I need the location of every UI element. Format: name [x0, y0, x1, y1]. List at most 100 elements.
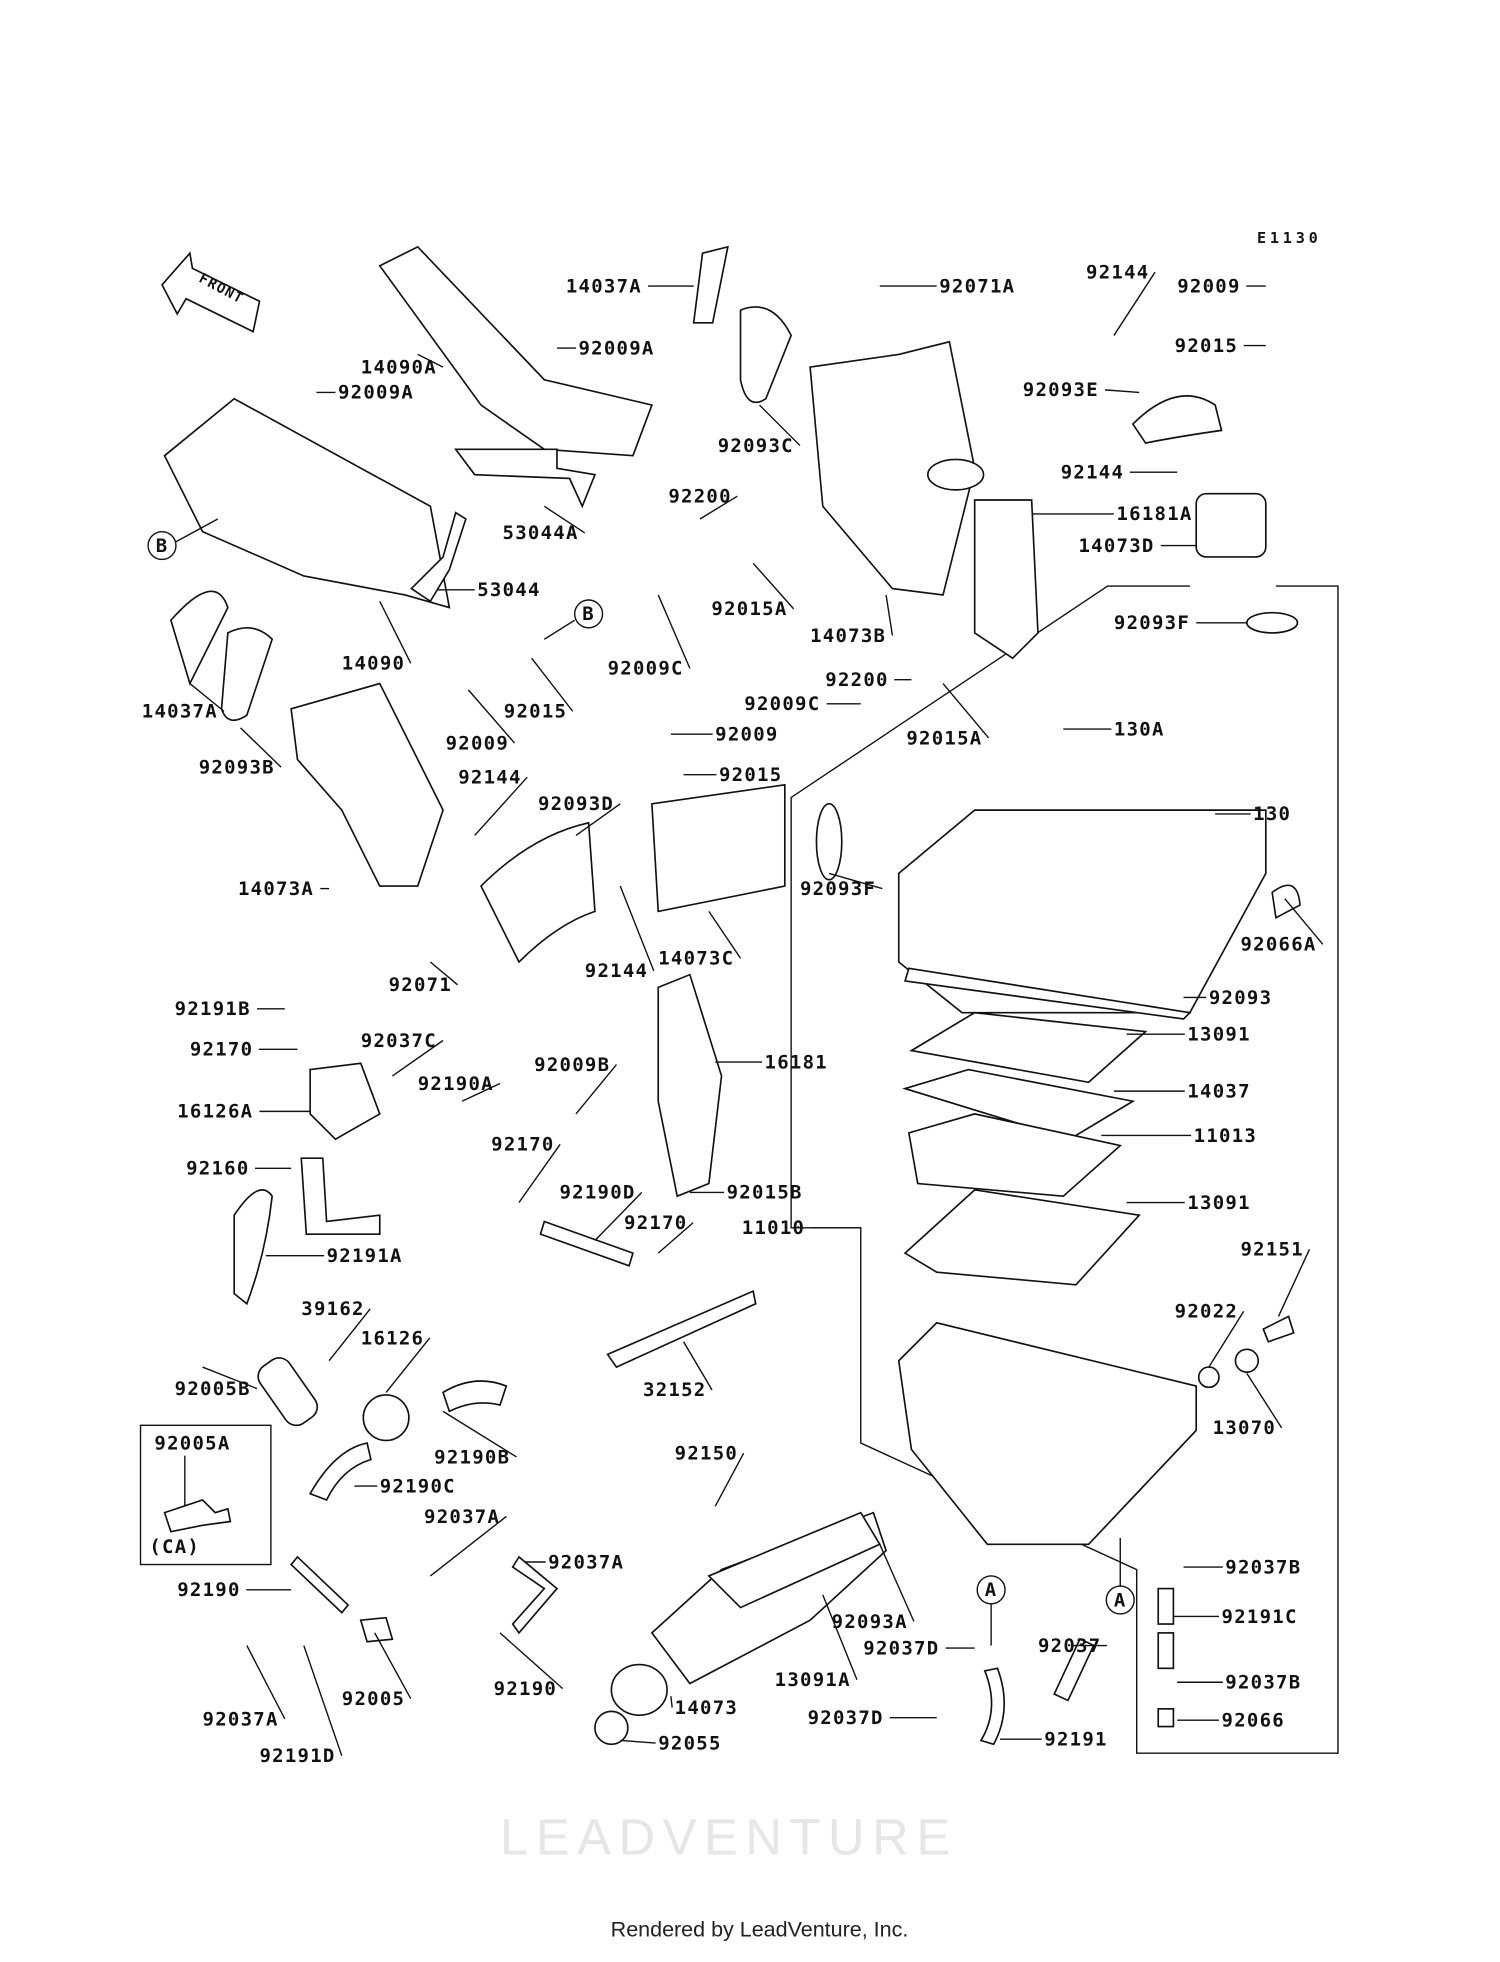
part-label-13091[interactable]: 13091 — [1187, 1192, 1250, 1214]
part-label-92071[interactable]: 92071 — [389, 974, 452, 996]
part-label-14073b[interactable]: 14073B — [810, 625, 886, 647]
part-label-16181[interactable]: 16181 — [765, 1051, 828, 1073]
part-label-92144[interactable]: 92144 — [585, 960, 648, 982]
part-label-16126[interactable]: 16126 — [361, 1327, 424, 1349]
part-label-14037a[interactable]: 14037A — [142, 701, 218, 723]
leader-line — [942, 683, 990, 739]
part-label-92022[interactable]: 92022 — [1175, 1301, 1238, 1323]
part-label-92191[interactable]: 92191 — [1044, 1729, 1107, 1751]
part-label-92009c[interactable]: 92009C — [608, 658, 684, 680]
part-label-92037a[interactable]: 92037A — [203, 1708, 279, 1730]
part-label-92009[interactable]: 92009 — [715, 723, 778, 745]
part-label-92015a[interactable]: 92015A — [906, 727, 982, 749]
part-label-92170[interactable]: 92170 — [491, 1134, 554, 1156]
part-label-92037c[interactable]: 92037C — [361, 1030, 437, 1052]
part-label-92015[interactable]: 92015 — [719, 764, 782, 786]
part-label-92190a[interactable]: 92190A — [418, 1073, 494, 1095]
part-label-92151[interactable]: 92151 — [1241, 1239, 1304, 1261]
part-label-92009b[interactable]: 92009B — [534, 1054, 610, 1076]
part-label-92144[interactable]: 92144 — [458, 767, 521, 789]
part-label-92066a[interactable]: 92066A — [1241, 934, 1317, 956]
part-label-92066[interactable]: 92066 — [1222, 1710, 1285, 1732]
part-label-92009a[interactable]: 92009A — [338, 382, 414, 404]
part-label-16126a[interactable]: 16126A — [177, 1101, 253, 1123]
part-label-92093b[interactable]: 92093B — [199, 756, 275, 778]
part-label-14073d[interactable]: 14073D — [1078, 535, 1154, 557]
part-label-14037[interactable]: 14037 — [1187, 1080, 1250, 1102]
part-label-130a[interactable]: 130A — [1114, 718, 1165, 740]
part-label-92190d[interactable]: 92190D — [559, 1182, 635, 1204]
part-label-53044a[interactable]: 53044A — [503, 522, 579, 544]
part-label-92037b[interactable]: 92037B — [1225, 1672, 1301, 1694]
part-label-14073a[interactable]: 14073A — [238, 878, 314, 900]
leader-line — [442, 1410, 517, 1458]
part-label-92009a[interactable]: 92009A — [578, 337, 654, 359]
part-label-92009[interactable]: 92009 — [446, 732, 509, 754]
part-label-92005b[interactable]: 92005B — [175, 1378, 251, 1400]
svg-text:A: A — [985, 1579, 998, 1601]
part-label-92009[interactable]: 92009 — [1177, 275, 1240, 297]
part-label-13070[interactable]: 13070 — [1213, 1417, 1276, 1439]
part-label-92144[interactable]: 92144 — [1086, 261, 1149, 283]
part-label-92009c[interactable]: 92009C — [744, 693, 820, 715]
part-label-92093c[interactable]: 92093C — [718, 435, 794, 457]
part-label-92037d[interactable]: 92037D — [863, 1637, 939, 1659]
part-label-92191d[interactable]: 92191D — [260, 1745, 336, 1767]
part-label-92160[interactable]: 92160 — [186, 1158, 249, 1180]
part-label-39162[interactable]: 39162 — [301, 1298, 364, 1320]
part-label-16181a[interactable]: 16181A — [1116, 503, 1192, 525]
part-label-13091a[interactable]: 13091A — [775, 1669, 851, 1691]
leader-line — [822, 1594, 858, 1680]
part-label-92191c[interactable]: 92191C — [1222, 1606, 1298, 1628]
leader-line — [657, 594, 691, 669]
part-label-92093a[interactable]: 92093A — [832, 1611, 908, 1633]
part-label-92037a[interactable]: 92037A — [424, 1506, 500, 1528]
part-label-92190[interactable]: 92190 — [494, 1678, 557, 1700]
leader-line — [202, 1366, 258, 1390]
leader-line — [1105, 389, 1140, 394]
part-label-92015b[interactable]: 92015B — [727, 1182, 803, 1204]
part-label-92093e[interactable]: 92093E — [1023, 379, 1099, 401]
leader-line — [328, 1308, 371, 1362]
part-label-92071a[interactable]: 92071A — [939, 275, 1015, 297]
part-label-92093f[interactable]: 92093F — [1114, 612, 1190, 634]
part-label-130[interactable]: 130 — [1253, 803, 1291, 825]
part-label-92144[interactable]: 92144 — [1061, 461, 1124, 483]
part-label-53044[interactable]: 53044 — [477, 579, 540, 601]
leader-line — [708, 910, 742, 959]
part-label-92037b[interactable]: 92037B — [1225, 1556, 1301, 1578]
part-label-13091[interactable]: 13091 — [1187, 1023, 1250, 1045]
part-label-32152[interactable]: 32152 — [643, 1379, 706, 1401]
part-label-92093f[interactable]: 92093F — [800, 878, 876, 900]
part-label-92170[interactable]: 92170 — [190, 1039, 253, 1061]
part-label-92015[interactable]: 92015 — [504, 701, 567, 723]
part-label-92005[interactable]: 92005 — [342, 1688, 405, 1710]
part-label-14090a[interactable]: 14090A — [361, 356, 437, 378]
leader-line — [379, 600, 412, 664]
part-label-92015[interactable]: 92015 — [1175, 335, 1238, 357]
part-label-92190[interactable]: 92190 — [177, 1579, 240, 1601]
part-label-14037a[interactable]: 14037A — [566, 275, 642, 297]
part-label-92037d[interactable]: 92037D — [808, 1707, 884, 1729]
part-label-92170[interactable]: 92170 — [624, 1212, 687, 1234]
part-label-14073c[interactable]: 14073C — [658, 948, 734, 970]
part-label-92200[interactable]: 92200 — [825, 669, 888, 691]
part-label-92037a[interactable]: 92037A — [548, 1551, 624, 1573]
leader-line — [303, 1645, 343, 1756]
part-label-92191a[interactable]: 92191A — [327, 1245, 403, 1267]
part-label-92037[interactable]: 92037 — [1038, 1635, 1101, 1657]
part-label-92093[interactable]: 92093 — [1209, 987, 1272, 1009]
part-label-92190c[interactable]: 92190C — [380, 1475, 456, 1497]
part-label-92015a[interactable]: 92015A — [711, 598, 787, 620]
part-label-92200[interactable]: 92200 — [668, 486, 731, 508]
part-label-14090[interactable]: 14090 — [342, 653, 405, 675]
part-label-92055[interactable]: 92055 — [658, 1732, 721, 1754]
part-label-92190b[interactable]: 92190B — [434, 1446, 510, 1468]
part-label-92093d[interactable]: 92093D — [538, 793, 614, 815]
part-label-92150[interactable]: 92150 — [675, 1442, 738, 1464]
part-label-92191b[interactable]: 92191B — [175, 998, 251, 1020]
part-label-11013[interactable]: 11013 — [1194, 1125, 1257, 1147]
part-label-11010[interactable]: 11010 — [742, 1217, 805, 1239]
part-label-14073[interactable]: 14073 — [675, 1697, 738, 1719]
